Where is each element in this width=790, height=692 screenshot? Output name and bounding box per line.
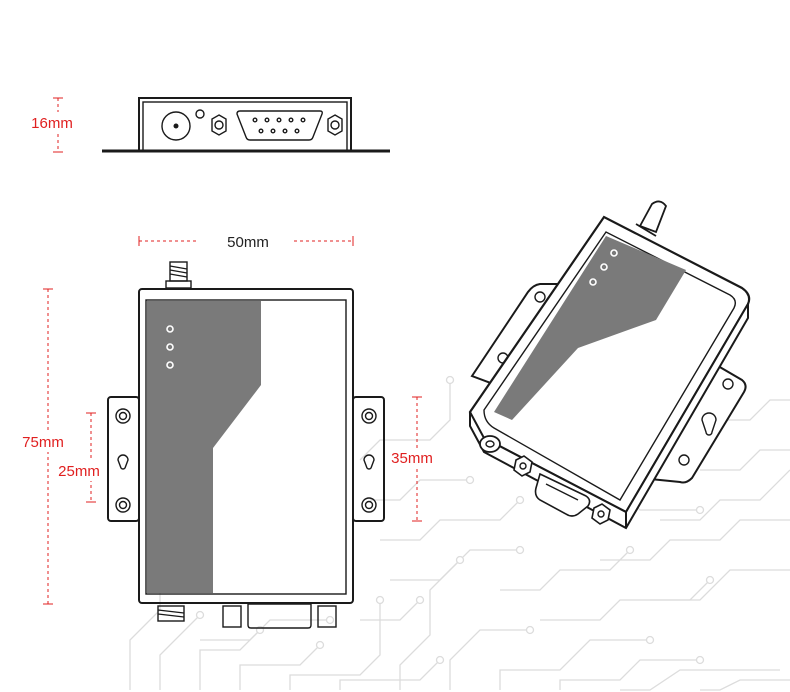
db9-connector-icon [236,110,323,141]
keyhole-icon [117,454,129,470]
hex-standoff-icon [317,605,337,628]
plan-view [107,261,385,629]
keyhole-icon [701,412,717,436]
front-panel-view [102,97,390,153]
led-icon [610,249,618,257]
hex-standoff-left-icon [211,114,227,136]
antenna-connector-icon [165,261,192,289]
width-label: 50mm [227,234,269,251]
hex-standoff-right-icon [327,114,343,136]
length-label: 75mm [22,434,64,451]
hole-spacing-dimension: 25mm [52,412,106,503]
status-leds [166,325,174,369]
gray-panel [147,301,261,593]
length-dimension: 75mm [14,288,72,605]
antenna-connector-icon [635,200,668,237]
hole-spacing-label: 25mm [58,463,100,480]
hex-standoff-icon [513,455,533,477]
led-icon [166,343,174,351]
width-dimension: 50mm [138,234,354,251]
bottom-connectors [157,603,337,629]
power-jack-icon [479,435,501,453]
ear-height-label: 35mm [391,450,433,467]
led-icon [589,278,597,286]
isometric-view [468,200,751,530]
ear-height-dimension: 35mm [386,396,440,522]
led-icon [600,263,608,271]
left-mounting-ear [107,396,140,522]
hex-standoff-icon [591,503,611,525]
led-icon [166,361,174,369]
height-dimension: 16mm [24,97,80,153]
db9-connector-icon [534,472,591,517]
power-jack-icon [161,111,191,141]
hex-standoff-icon [222,605,242,628]
led-icon [166,325,174,333]
right-mounting-ear [352,396,385,522]
antenna-stub-icon [157,605,185,622]
keyhole-icon [363,454,375,470]
height-label: 16mm [31,115,73,132]
reset-hole-icon [195,109,205,119]
db9-connector-icon [247,603,312,629]
